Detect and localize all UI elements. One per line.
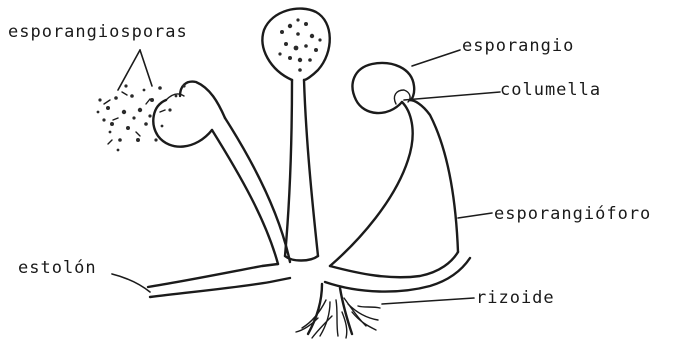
- leader-sporangiophore: [458, 213, 492, 218]
- leader-columella: [404, 92, 500, 100]
- leader-sporangium: [412, 50, 460, 66]
- leader-spores-a: [118, 50, 140, 90]
- left-sporangiophore: [212, 118, 290, 264]
- middle-sporangiophore: [285, 80, 318, 261]
- label-stolon: estolón: [18, 260, 97, 277]
- leader-spores-b: [140, 50, 152, 86]
- middle-sporangium: [262, 9, 329, 80]
- label-columella: columella: [500, 82, 601, 99]
- leader-stolon: [112, 274, 150, 292]
- leader-lines: [112, 50, 500, 304]
- spore-cloud: [97, 84, 186, 151]
- rhizoid-drawing: [296, 284, 380, 338]
- label-rhizoid: rizoide: [476, 290, 555, 307]
- right-sporangiophore: [330, 100, 458, 266]
- label-sporangiophore: esporangióforo: [494, 206, 651, 223]
- left-sporangium: [153, 82, 225, 147]
- label-spores: esporangiosporas: [8, 24, 188, 41]
- label-sporangium: esporangio: [462, 38, 574, 55]
- leader-rhizoid: [382, 298, 474, 304]
